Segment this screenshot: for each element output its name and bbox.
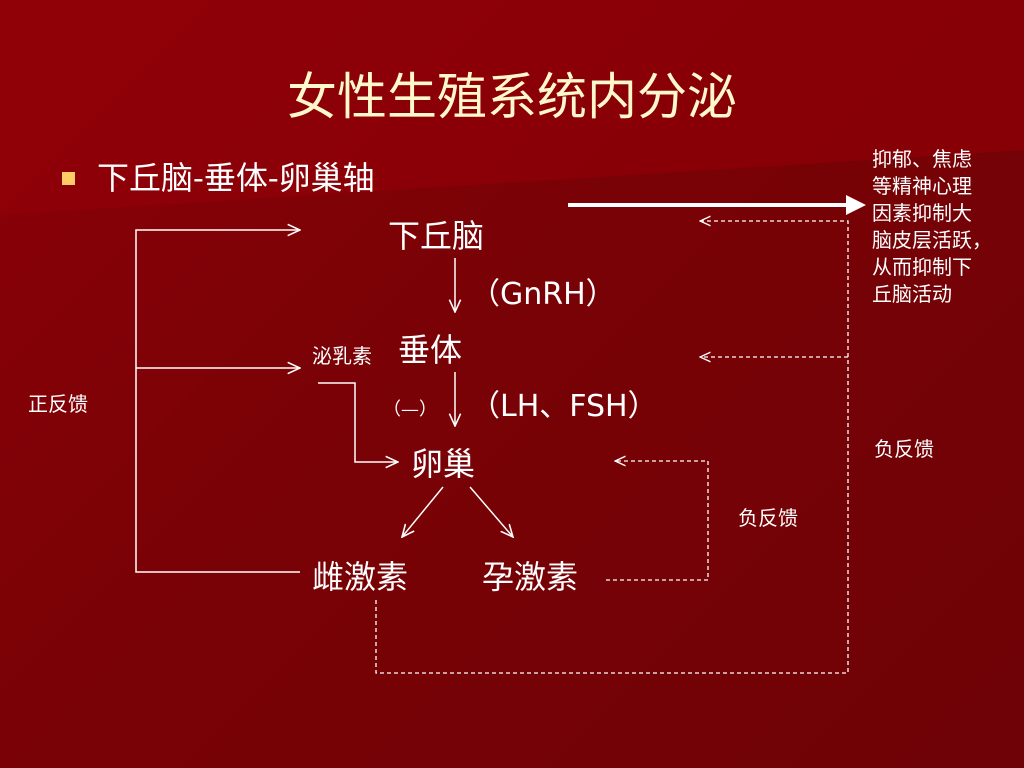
note-line: 抑郁、焦虑 <box>872 147 972 171</box>
node-gnrh: （GnRH） <box>470 277 616 312</box>
negative-feedback-inner-loop <box>606 461 709 581</box>
node-estrogen: 雌激素 <box>312 558 409 596</box>
positive-feedback-line <box>135 230 300 573</box>
node-progesterone: 孕激素 <box>482 558 579 596</box>
ovary-progesterone-arrow <box>469 486 513 537</box>
node-pituitary: 垂体 <box>398 331 463 369</box>
node-inhibit: （—） <box>383 399 437 420</box>
note-line: 脑皮层活跃， <box>872 228 992 252</box>
node-hypothalamus: 下丘脑 <box>388 217 485 255</box>
node-ovary: 卵巢 <box>411 445 476 483</box>
prolactin-ovary-line <box>318 382 398 462</box>
note-line: 从而抑制下 <box>872 255 972 279</box>
label-negative-feedback-inner: 负反馈 <box>738 506 798 530</box>
node-lh-fsh: （LH、FSH） <box>470 389 658 424</box>
psych-factor-note: 抑郁、焦虑 等精神心理 因素抑制大 脑皮层活跃， 从而抑制下 丘脑活动 <box>872 146 1004 308</box>
bullet-square-icon <box>62 171 75 185</box>
note-line: 等精神心理 <box>872 174 972 198</box>
slide-title: 女性生殖系统内分泌 <box>287 68 737 126</box>
label-positive-feedback: 正反馈 <box>28 392 88 416</box>
note-line: 丘脑活动 <box>872 282 952 306</box>
negative-feedback-outer-loop <box>375 221 849 674</box>
ovary-estrogen-arrow <box>402 486 444 537</box>
label-negative-feedback-right: 负反馈 <box>874 437 934 461</box>
bullet-item: 下丘脑-垂体-卵巢轴 <box>62 158 375 198</box>
node-prolactin: 泌乳素 <box>312 344 372 368</box>
bullet-text: 下丘脑-垂体-卵巢轴 <box>97 159 375 197</box>
note-line: 因素抑制大 <box>872 201 972 225</box>
